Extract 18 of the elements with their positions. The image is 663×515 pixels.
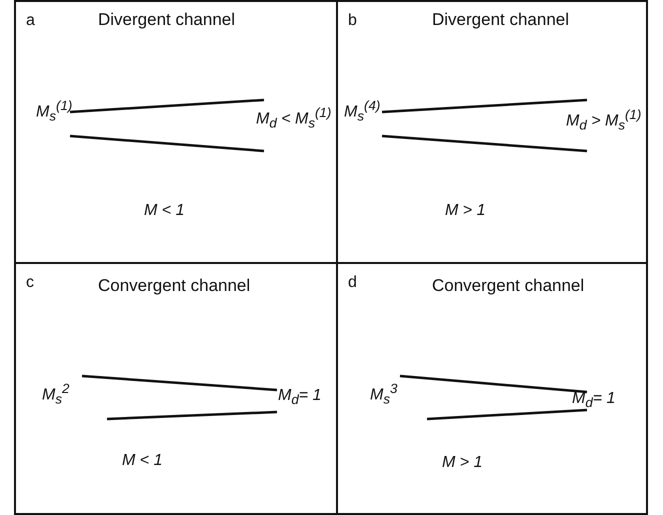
flow-condition-label: M < 1 [144,202,184,220]
panel-title: Convergent channel [432,276,584,296]
outlet-mach-label: M$_{d}$= 1 [278,387,322,408]
outlet-mach-label: M$_{d}$= 1 [572,390,616,410]
panel-title: Convergent channel [98,276,250,296]
panel-letter: d [348,274,357,292]
panel-title: Divergent channel [98,10,236,30]
flow-condition-label: M > 1 [445,202,486,220]
panel-title: Divergent channel [432,10,570,30]
panel-letter: c [26,274,34,292]
flow-condition-label: M > 1 [442,454,482,472]
flow-condition-label: M < 1 [122,452,162,470]
panel [14,0,338,264]
panel [14,262,338,515]
panel-letter: b [348,12,357,30]
panel [336,0,648,264]
panel [336,262,648,515]
panel-letter: a [26,12,35,30]
